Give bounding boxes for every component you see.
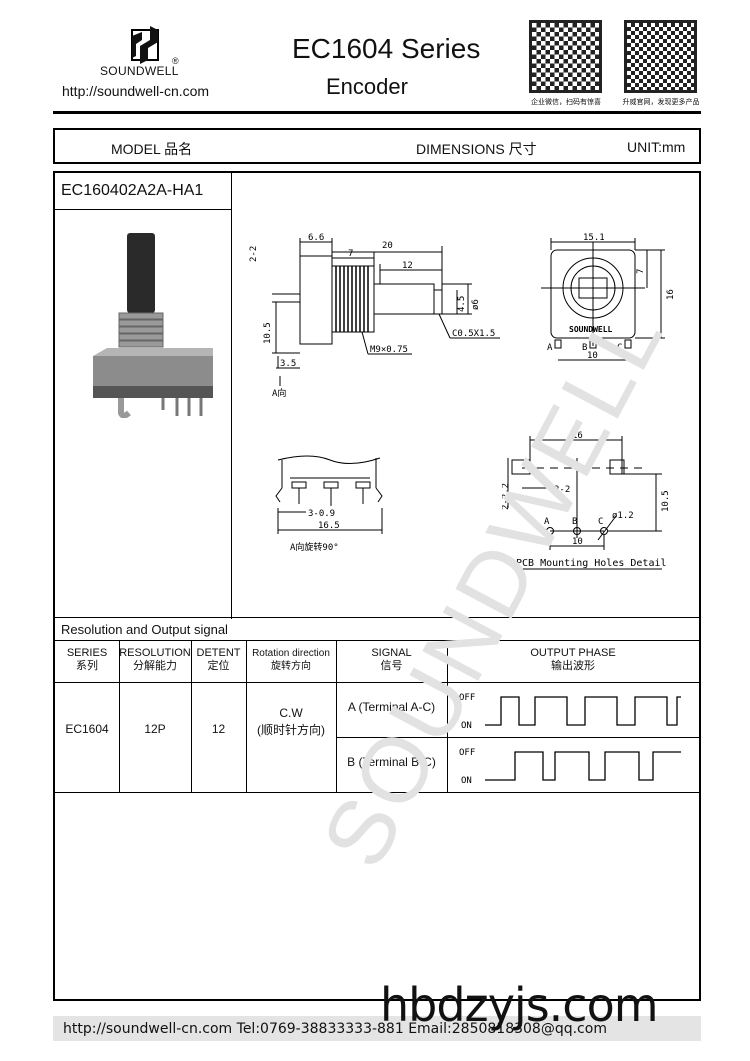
front-view-drawing: 15.1 7 16 SOUNDWELL A B C 10 [541, 233, 676, 361]
qr-code-website [624, 20, 697, 93]
dim-20: 20 [382, 241, 393, 251]
row-divider [336, 737, 699, 738]
dimensions-label: DIMENSIONS 尺寸 [416, 141, 537, 157]
site-watermark: hbdzyjs.com [380, 978, 659, 1032]
dim-chamfer: C0.5X1.5 [452, 329, 495, 339]
dim-thread: M9×0.75 [370, 345, 408, 355]
qr-caption-website: 升威官网，发现更多产品 [622, 99, 700, 106]
side-view-drawing: 6.6 20 7 12 2-2 10.5 3.5 4.5 ø6 C0.5X1.5… [249, 233, 500, 398]
signal-section-title-row: Resolution and Output signal [55, 617, 699, 641]
dim-10-5-pcb: 10.5 [661, 490, 671, 512]
registered-mark: ® [172, 56, 179, 66]
qr-code-wechat [529, 20, 602, 93]
header-url[interactable]: http://soundwell-cn.com [62, 83, 210, 99]
qr-caption-wechat: 企业微信，扫码有惊喜 [531, 99, 601, 106]
dim-10-pcb: 10 [572, 537, 583, 547]
cell-rotation: C.W(顺时针方向) [257, 706, 325, 737]
waveform-b-on: ON [461, 776, 472, 786]
signal-section-title: Resolution and Output signal [61, 622, 228, 637]
signal-b-label: B (Terminal B-C) [347, 755, 436, 769]
col-divider [191, 641, 192, 793]
product-photo [93, 233, 213, 418]
pcb-pin-b: B [572, 517, 577, 527]
waveform-a: OFF ON [459, 693, 681, 731]
dim-10-front: 10 [587, 351, 598, 361]
dim-2-2: 2-2 [249, 246, 259, 262]
dim-7: 7 [348, 249, 353, 259]
col-divider [447, 641, 448, 793]
dim-dia-6: ø6 [471, 299, 481, 310]
col-divider [336, 641, 337, 793]
dim-15-1: 15.1 [583, 233, 605, 243]
page-title: EC1604 Series [292, 33, 481, 64]
cell-series: EC1604 [65, 722, 109, 736]
signal-a-label: A (Terminal A-C) [347, 700, 436, 714]
cell-resolution: 12P [144, 722, 166, 736]
waveform-a-off: OFF [459, 693, 475, 703]
col-divider [246, 641, 247, 793]
front-brand: SOUNDWELL [569, 325, 613, 334]
pcb-caption: PCB Mounting Holes Detail [516, 558, 667, 569]
dim-7-front: 7 [636, 269, 646, 274]
dim-16-pcb: 16 [572, 431, 583, 441]
waveform-a-on: ON [461, 721, 472, 731]
pcb-pin-a: A [544, 517, 550, 527]
cell-detent: 12 [211, 722, 226, 736]
pin-b: B [582, 343, 587, 353]
waveform-b-off: OFF [459, 748, 475, 758]
drawing-divider [231, 173, 232, 619]
dim-16-5: 16.5 [318, 521, 340, 531]
col-divider [119, 641, 120, 793]
dim-4-5: 4.5 [457, 296, 467, 312]
dim-10-5: 10.5 [263, 322, 273, 344]
pcb-holes-drawing: 16 10.5 2-2.2 2-2 ø1.2 A B C 10 PCB Moun… [502, 431, 671, 570]
dim-12: 12 [402, 261, 413, 271]
waveform-b: OFF ON [459, 748, 681, 786]
header-divider [53, 111, 701, 114]
dim-3-0-9: 3-0.9 [308, 509, 335, 519]
model-bar: MODEL 品名 DIMENSIONS 尺寸 UNIT:mm [53, 128, 701, 164]
model-label: MODEL 品名 [111, 141, 193, 157]
page-subtitle: Encoder [326, 74, 408, 99]
footer-contact: http://soundwell-cn.com Tel:0769-3883333… [53, 1016, 701, 1041]
part-number: EC160402A2A-HA1 [61, 182, 204, 199]
bottom-view-drawing: 3-0.9 16.5 A向旋转90° [275, 455, 383, 553]
pcb-pin-c: C [598, 517, 603, 527]
pin-c: C [617, 343, 622, 353]
dim-6-6: 6.6 [308, 233, 324, 243]
brand-name: SOUNDWELL [100, 64, 179, 78]
pin-a: A [547, 343, 553, 353]
drawing-frame: EC160402A2A-HA1 [53, 171, 701, 1001]
company-logo: ® [120, 20, 179, 66]
view-a-label: A向 [272, 387, 286, 398]
dim-3-5: 3.5 [280, 359, 296, 369]
dim-2-2-pcb: 2-2 [554, 485, 570, 495]
unit-label: UNIT:mm [627, 139, 686, 155]
table-body [55, 682, 699, 793]
part-number-cell: EC160402A2A-HA1 [55, 173, 232, 210]
bottom-view-caption: A向旋转90° [290, 541, 339, 553]
dim-2-2-2: 2-2.2 [502, 483, 511, 510]
dim-16-front: 16 [666, 289, 676, 300]
dim-hole: ø1.2 [612, 511, 634, 521]
